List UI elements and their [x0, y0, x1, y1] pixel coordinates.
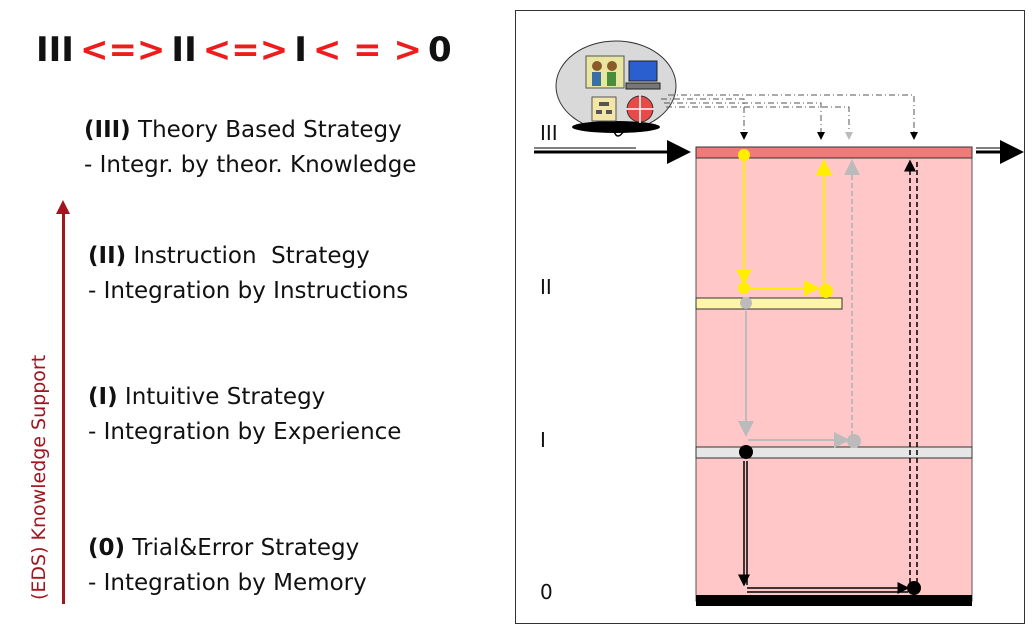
level-2-bar [695, 297, 843, 310]
strategy-title: (0) Trial&Error Strategy [88, 534, 367, 563]
strategy-description: - Integration by Instructions [88, 277, 409, 304]
header-level-3: III [36, 30, 74, 70]
yellow-node [819, 284, 833, 298]
diagram-canvas [534, 40, 1024, 606]
diagram-level-label-2: II [540, 275, 552, 299]
process-column [695, 150, 973, 602]
gray-node [740, 297, 752, 309]
header-operator-1: <=> [79, 30, 166, 70]
black-node [739, 445, 753, 459]
knowledge-support-label: (EDS) Knowledge Support [28, 354, 50, 600]
strategy-code: (II) [88, 243, 127, 269]
gray-node [847, 434, 861, 448]
header-level-1: I [294, 30, 307, 70]
strategy-title: (II) Instruction Strategy [88, 242, 408, 271]
knowledge-source [555, 40, 677, 137]
strategy-code: (III) [84, 117, 131, 143]
strategy-name: Instruction Strategy [133, 243, 370, 269]
header-operator-3: < = > [312, 30, 422, 70]
strategy-name: Theory Based Strategy [138, 117, 402, 143]
strategy-code: (0) [88, 535, 126, 561]
strategy-description: - Integr. by theor. Knowledge [84, 151, 417, 178]
strategy-name: Trial&Error Strategy [132, 535, 360, 561]
document-icon [591, 96, 617, 122]
people-icon [585, 55, 625, 89]
strategy-title: (III) Theory Based Strategy [84, 116, 416, 145]
level-3-bar [695, 146, 973, 159]
strategy-name: Intuitive Strategy [124, 384, 326, 410]
strategy-instruction: (II) Instruction Strategy - Integration … [88, 242, 408, 306]
black-path [738, 159, 918, 594]
black-node [907, 581, 921, 595]
strategy-title: (I) Intuitive Strategy [88, 383, 401, 412]
level-0-bar [696, 595, 972, 606]
strategy-diagram: III II I 0 [515, 10, 1025, 624]
knowledge-support-arrow [56, 200, 70, 604]
knowledge-links [661, 94, 918, 140]
yellow-node [738, 149, 750, 161]
strategy-intuitive: (I) Intuitive Strategy - Integration by … [88, 383, 401, 447]
yellow-path [736, 156, 832, 296]
yellow-node [738, 282, 750, 294]
computer-icon [625, 60, 661, 90]
gray-path [738, 159, 860, 448]
strategy-theory-based: (III) Theory Based Strategy - Integr. by… [84, 116, 416, 180]
strategy-description: - Integration by Memory [88, 569, 367, 596]
strategy-levels-header: III<=>II<=>I< = >0 [36, 30, 452, 70]
diagram-level-label-1: I [540, 428, 546, 452]
target-icon [626, 95, 654, 123]
strategy-description: - Integration by Experience [88, 418, 402, 445]
header-level-0: 0 [428, 30, 452, 70]
level-1-bar [695, 446, 973, 459]
header-level-2: II [171, 30, 197, 70]
strategy-trial-and-error: (0) Trial&Error Strategy - Integration b… [88, 534, 367, 598]
strategy-code: (I) [88, 384, 118, 410]
diagram-level-label-0: 0 [540, 580, 553, 604]
header-operator-2: <=> [202, 30, 289, 70]
diagram-level-label-3: III [540, 121, 558, 145]
